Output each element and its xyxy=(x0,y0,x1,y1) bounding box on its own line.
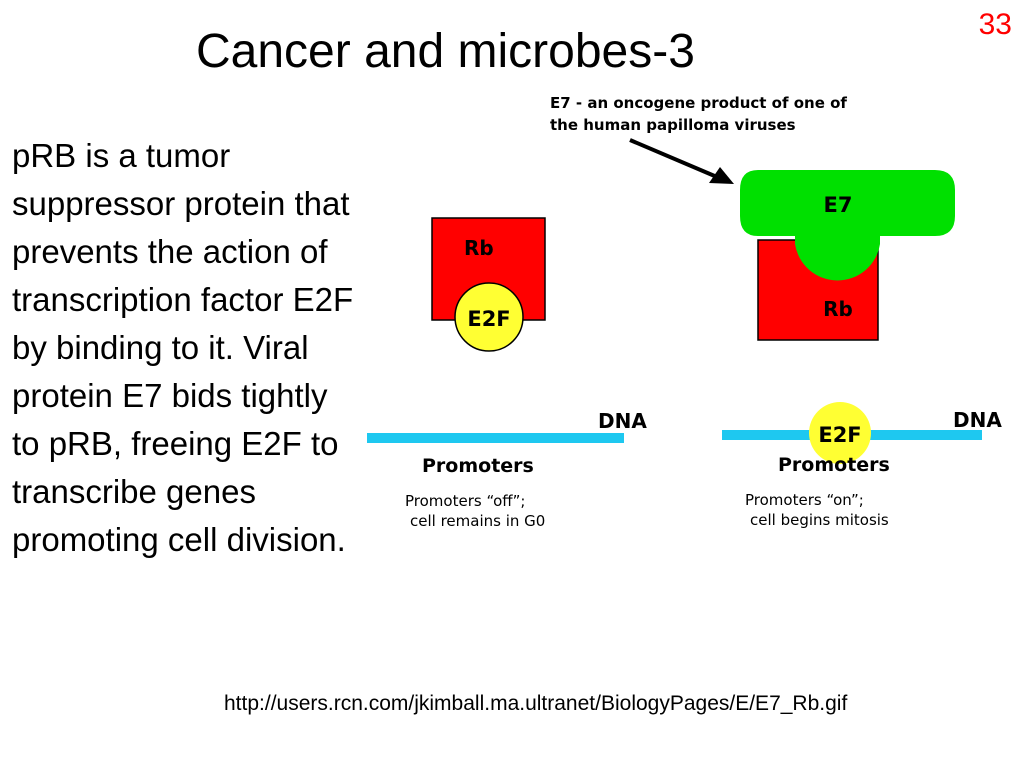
left-e2f-label: E2F xyxy=(467,307,510,331)
left-status-line1: Promoters “off”; xyxy=(405,492,525,510)
right-e2f-protein xyxy=(809,402,871,464)
right-promoters-label: Promoters xyxy=(778,454,890,476)
source-url: http://users.rcn.com/jkimball.ma.ultrane… xyxy=(224,692,848,715)
left-rb-label: Rb xyxy=(464,236,494,260)
slide-number: 33 xyxy=(978,8,1012,41)
left-status-line2: cell remains in G0 xyxy=(410,512,545,530)
body-text: pRB is a tumor suppressor protein that p… xyxy=(12,137,354,558)
right-status-line1: Promoters “on”; xyxy=(745,491,864,509)
left-dna-strand xyxy=(367,433,624,443)
right-e7-label: E7 xyxy=(824,193,853,217)
slide-title: Cancer and microbes-3 xyxy=(196,25,695,78)
right-e7-protein xyxy=(740,170,955,281)
left-promoters-label: Promoters xyxy=(422,455,534,477)
pointer-arrow xyxy=(629,138,734,184)
right-e2f-label: E2F xyxy=(818,423,861,447)
left-dna-label: DNA xyxy=(598,409,647,433)
right-e7-rb-complex: E7 Rb xyxy=(740,170,955,341)
e7-caption-line1: E7 - an oncogene product of one of xyxy=(550,94,847,112)
e7-caption-line2: the human papilloma viruses xyxy=(550,116,796,134)
left-rb-e2f-complex: Rb E2F xyxy=(431,217,546,352)
right-dna-label: DNA xyxy=(953,408,1002,432)
right-rb-label: Rb xyxy=(823,297,853,321)
right-status-line2: cell begins mitosis xyxy=(750,511,889,529)
left-e2f-protein xyxy=(454,282,524,352)
